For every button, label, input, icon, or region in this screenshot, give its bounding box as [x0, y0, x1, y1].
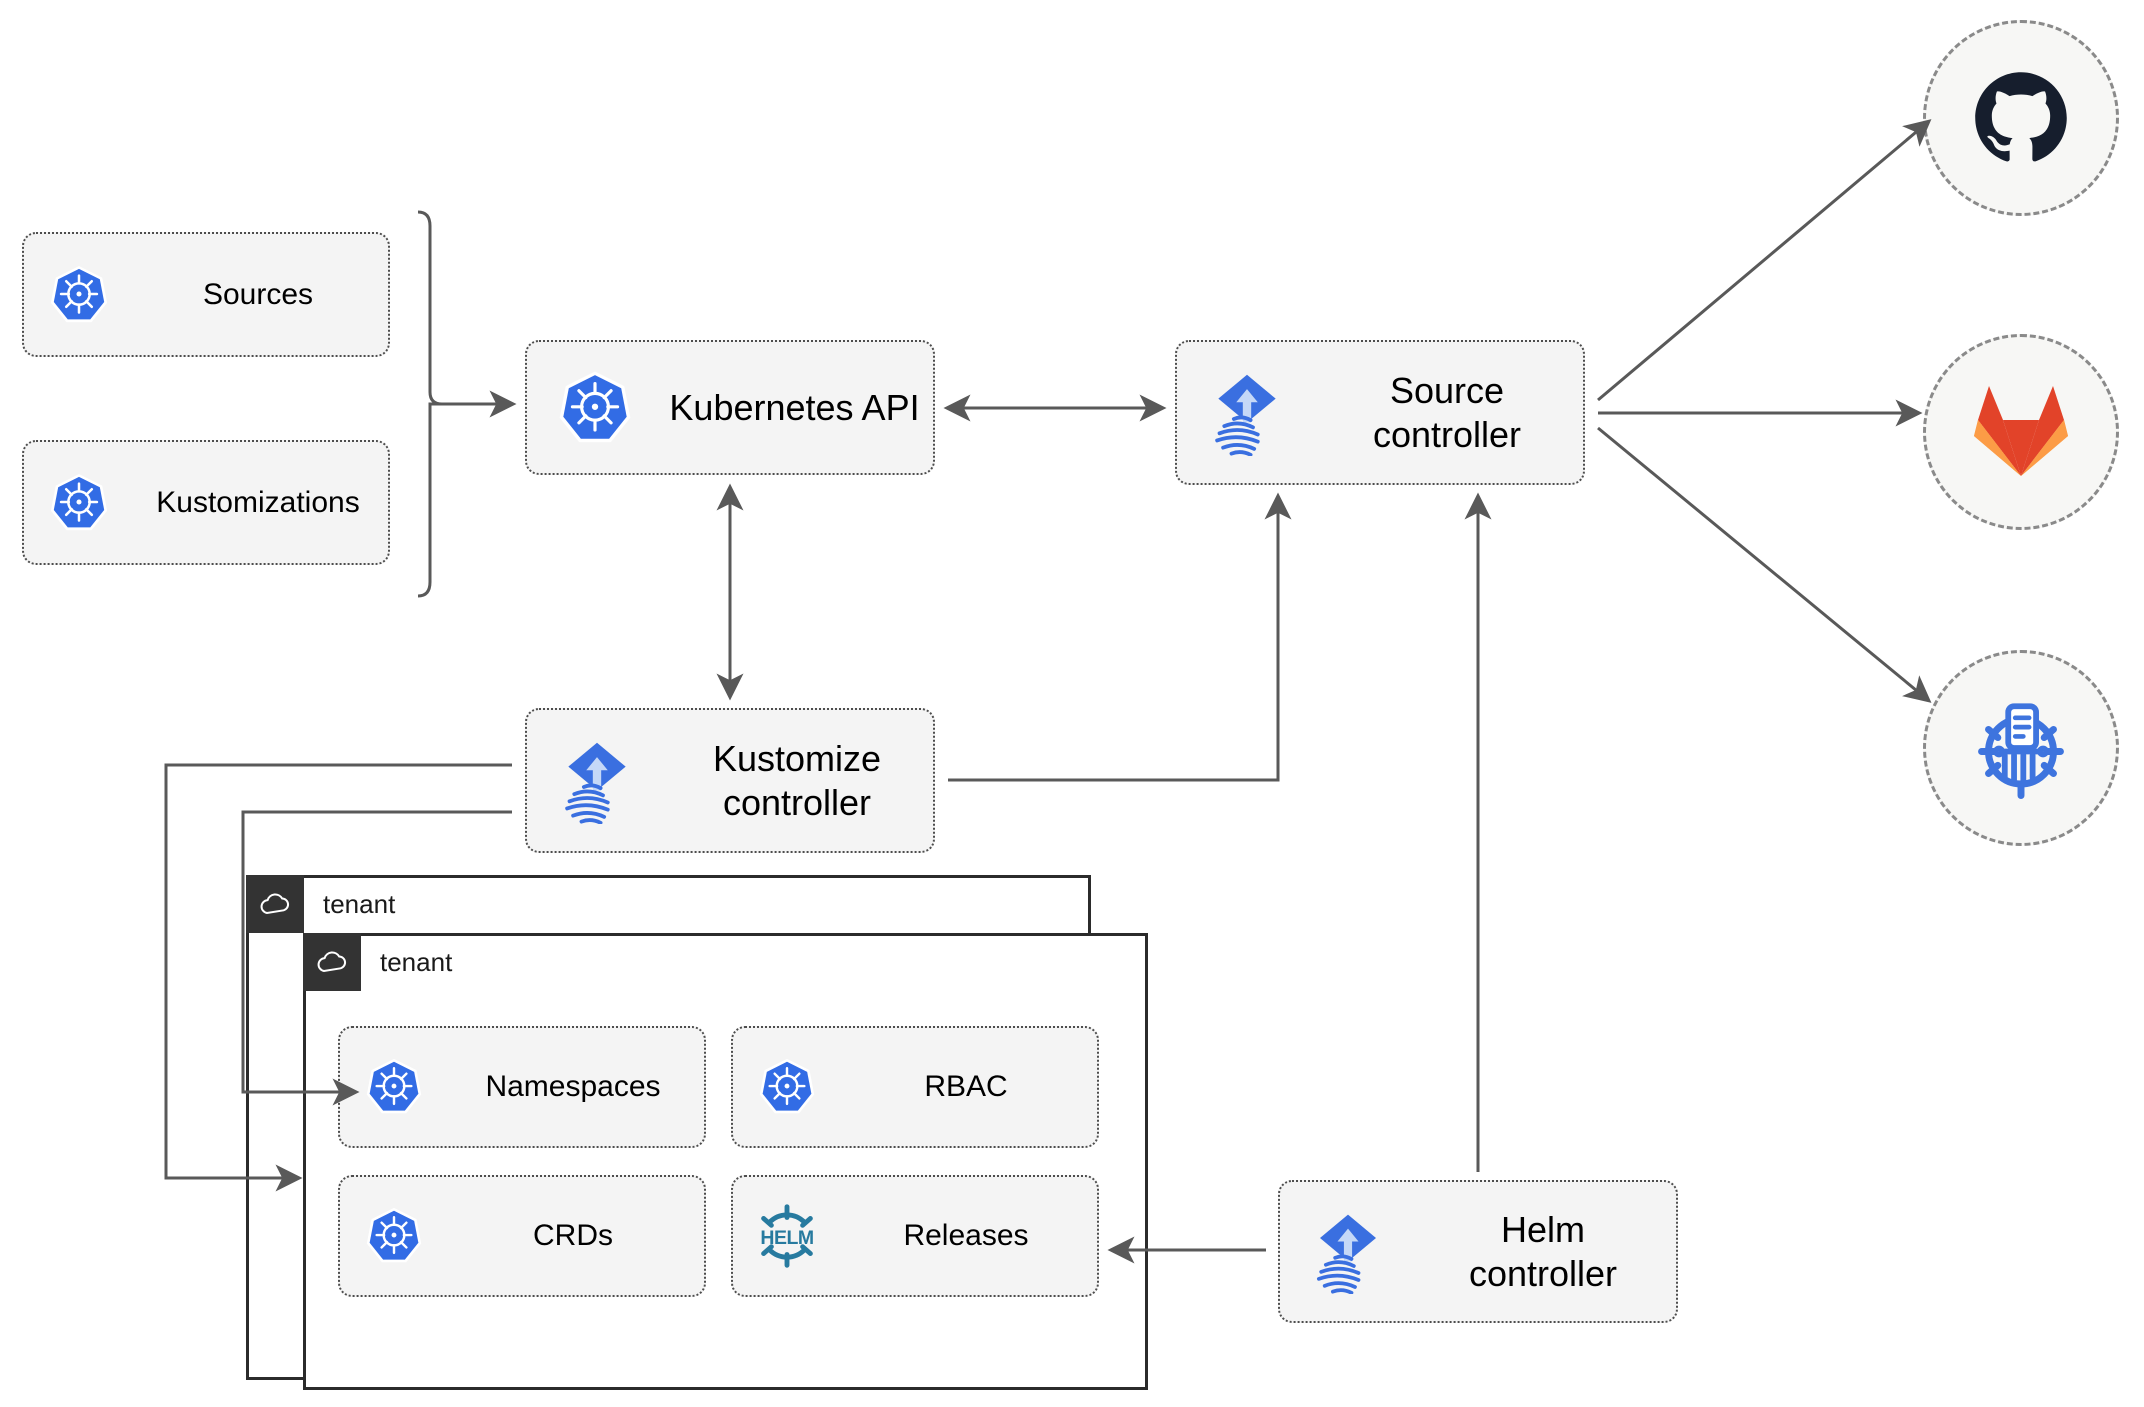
node-crds[interactable]: CRDs — [338, 1175, 706, 1297]
provider-helm-repository[interactable] — [1923, 650, 2119, 846]
node-label-rbac: RBAC — [924, 1070, 1008, 1103]
node-label-releases: Releases — [903, 1219, 1029, 1252]
node-kubernetes-api[interactable]: Kubernetes API — [525, 340, 935, 475]
node-label-crds: CRDs — [533, 1219, 613, 1252]
helm-icon: HELM — [733, 1197, 841, 1275]
kubernetes-icon — [24, 264, 134, 326]
node-kustomizations[interactable]: Kustomizations — [22, 440, 390, 565]
kubernetes-icon — [340, 1057, 448, 1117]
kubernetes-icon — [340, 1206, 448, 1266]
node-label-kustomize-controller: Kustomize controller — [712, 738, 882, 823]
cloud-icon — [246, 875, 304, 933]
bracket-sources-kustomizations — [417, 210, 443, 598]
tenant-label-back: tenant — [323, 888, 396, 919]
flux-icon — [527, 738, 667, 824]
provider-github[interactable] — [1923, 20, 2119, 216]
node-rbac[interactable]: RBAC — [731, 1026, 1099, 1148]
node-source-controller[interactable]: Source controller — [1175, 340, 1585, 485]
flux-icon — [1177, 370, 1317, 456]
node-label-helm-controller: Helm controller — [1468, 1209, 1618, 1294]
node-namespaces[interactable]: Namespaces — [338, 1026, 706, 1148]
kubernetes-icon — [527, 369, 662, 447]
node-label-kubernetes-api: Kubernetes API — [669, 386, 920, 428]
node-label-source-controller: Source controller — [1372, 370, 1522, 455]
edge-source-controller-to-github — [1597, 119, 1932, 402]
node-helm-controller[interactable]: Helm controller — [1278, 1180, 1678, 1323]
tenant-label-front: tenant — [380, 946, 453, 977]
svg-text:HELM: HELM — [760, 1227, 813, 1249]
flux-icon — [1280, 1210, 1416, 1294]
gitlab-icon — [1974, 386, 2068, 476]
node-kustomize-controller[interactable]: Kustomize controller — [525, 708, 935, 853]
node-label-sources: Sources — [202, 277, 314, 311]
node-label-kustomizations: Kustomizations — [156, 485, 360, 519]
provider-gitlab[interactable] — [1923, 334, 2119, 530]
helm-repository-icon — [1978, 703, 2064, 800]
node-label-namespaces: Namespaces — [485, 1070, 661, 1103]
cloud-icon — [303, 933, 361, 991]
tenant-container-front[interactable]: tenant — [303, 933, 1148, 1390]
kubernetes-icon — [733, 1057, 841, 1117]
edge-source-controller-to-helm-repository — [1597, 426, 1932, 703]
github-icon — [1975, 72, 2067, 162]
node-releases[interactable]: HELM Releases — [731, 1175, 1099, 1297]
kubernetes-icon — [24, 472, 134, 534]
node-sources[interactable]: Sources — [22, 232, 390, 357]
edge-kustomize-to-source-controller — [948, 492, 1292, 782]
